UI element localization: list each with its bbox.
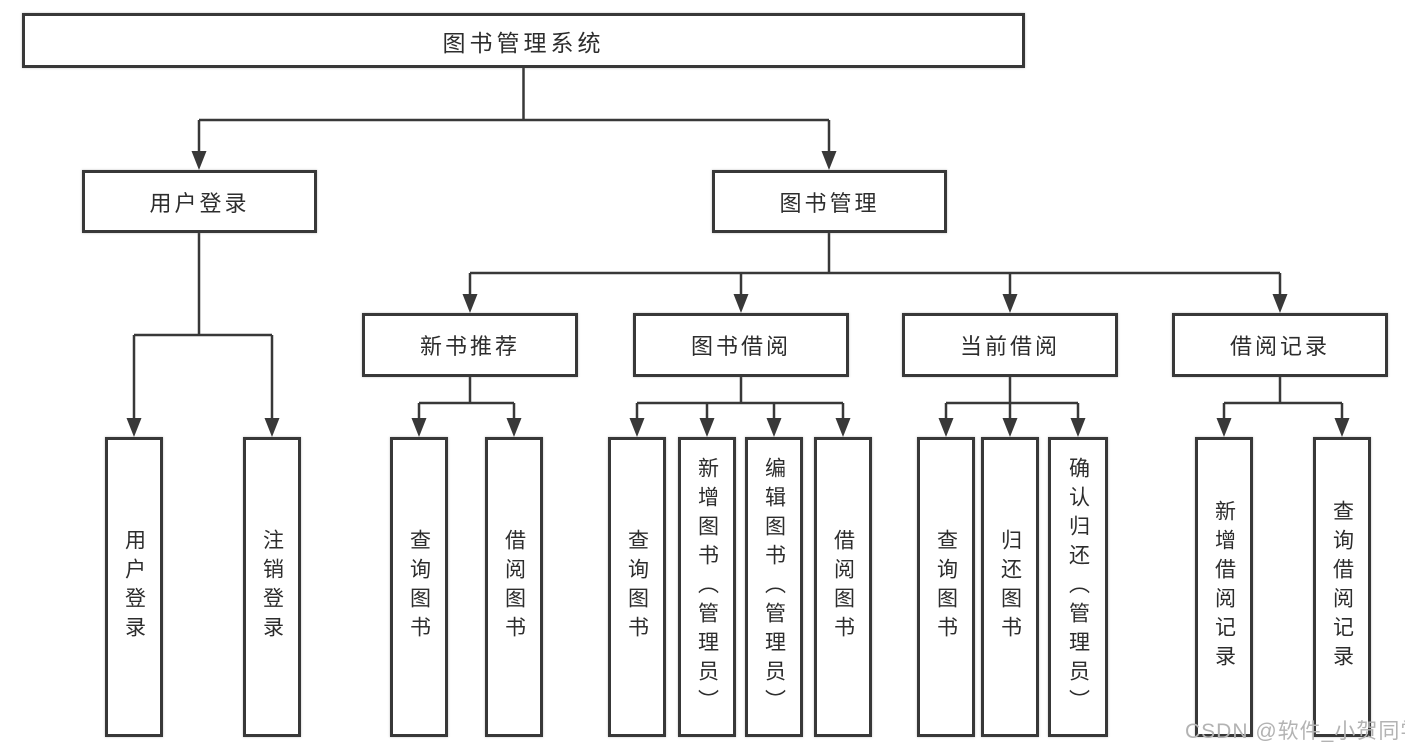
leaf-borrowing-add-books: 新增图书（管理员） [678,437,736,737]
leaf-current-return-books: 归还图书 [981,437,1039,737]
node-current-borrowing: 当前借阅 [902,313,1118,377]
leaf-borrowing-edit-books: 编辑图书（管理员） [745,437,803,737]
leaf-recommend-query-books: 查询图书 [390,437,448,737]
arrowheads [126,151,1350,437]
node-new-book-recommend: 新书推荐 [362,313,578,377]
leaf-logout: 注销登录 [243,437,301,737]
leaf-current-query-books: 查询图书 [917,437,975,737]
node-book-borrowing: 图书借阅 [633,313,849,377]
watermark: CSDN @软件_小贺同学 [1185,720,1405,743]
node-user-login: 用户登录 [82,170,317,233]
leaf-records-add-record: 新增借阅记录 [1195,437,1253,737]
leaf-borrowing-borrow-books: 借阅图书 [814,437,872,737]
leaf-recommend-borrow-books: 借阅图书 [485,437,543,737]
leaf-current-confirm-return: 确认归还（管理员） [1048,437,1108,737]
node-borrowing-records: 借阅记录 [1172,313,1388,377]
node-root: 图书管理系统 [22,13,1025,68]
node-book-management: 图书管理 [712,170,947,233]
leaf-borrowing-query-books: 查询图书 [608,437,666,737]
leaf-records-query-record: 查询借阅记录 [1313,437,1371,737]
leaf-user-login: 用户登录 [105,437,163,737]
